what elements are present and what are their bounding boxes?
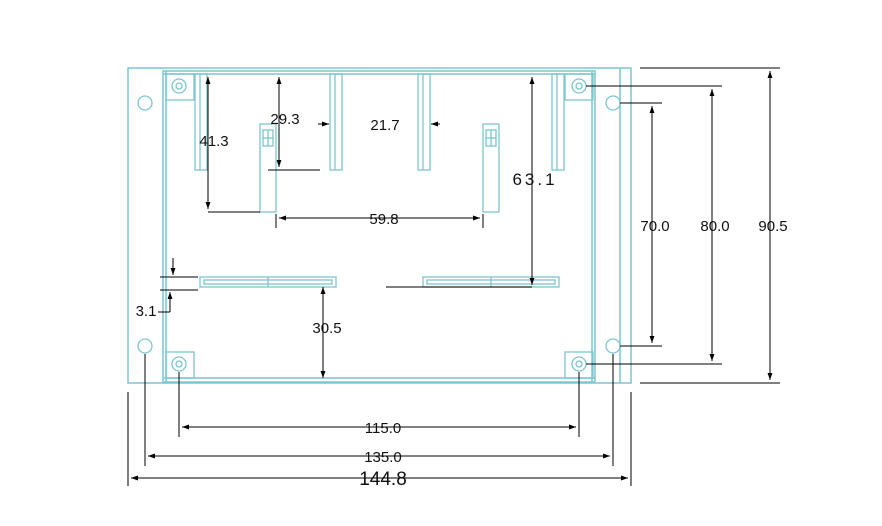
outer-frame <box>127 67 632 384</box>
label-29-3: 29.3 <box>270 111 299 128</box>
label-80: 80.0 <box>700 218 729 235</box>
dim-63-1 <box>386 77 535 288</box>
dimension-lines <box>127 67 780 486</box>
dim-3-1 <box>158 258 198 313</box>
label-63-1: 63.1 <box>512 170 557 189</box>
connector-1 <box>194 73 208 171</box>
dim-135 <box>144 354 614 466</box>
dim-41-3 <box>205 77 260 213</box>
inner-frame <box>162 70 596 383</box>
label-3-1: 3.1 <box>136 303 157 320</box>
dim-59-8 <box>275 214 484 228</box>
pin-headers <box>259 123 500 213</box>
pin-header-right <box>482 123 500 213</box>
mount-pad-top-right <box>564 73 594 101</box>
dim-70 <box>620 102 662 347</box>
mount-pad-bottom-left <box>165 351 195 379</box>
horizontal-rails <box>199 276 560 288</box>
rail-left <box>199 276 337 288</box>
dim-29-3 <box>268 77 329 171</box>
label-144-8: 144.8 <box>359 469 407 490</box>
label-30-5: 30.5 <box>312 320 341 337</box>
rail-right <box>422 276 560 288</box>
label-21-7: 21.7 <box>370 117 399 134</box>
connector-3 <box>417 73 431 171</box>
label-115: 115.0 <box>365 420 401 437</box>
dim-90-5 <box>640 67 780 384</box>
hole-bottom-left <box>137 338 153 354</box>
dim-144-8 <box>127 392 632 486</box>
label-41-3: 41.3 <box>199 133 228 150</box>
dim-115 <box>178 372 580 437</box>
hole-top-left <box>137 95 153 111</box>
label-70: 70.0 <box>640 218 669 235</box>
connector-4 <box>551 73 565 171</box>
label-59-8: 59.8 <box>369 211 398 228</box>
pin-header-left <box>259 123 277 213</box>
hole-bottom-right <box>605 338 621 354</box>
hole-top-right <box>605 95 621 111</box>
board-outline <box>127 67 632 384</box>
label-135: 135.0 <box>364 449 402 466</box>
mount-pad-top-left <box>165 73 195 101</box>
connector-2 <box>329 73 343 171</box>
label-90-5: 90.5 <box>758 218 787 235</box>
dim-80 <box>586 85 722 365</box>
dimension-labels: 115.0 135.0 144.8 70.0 80.0 90.5 41.3 29… <box>136 111 788 490</box>
